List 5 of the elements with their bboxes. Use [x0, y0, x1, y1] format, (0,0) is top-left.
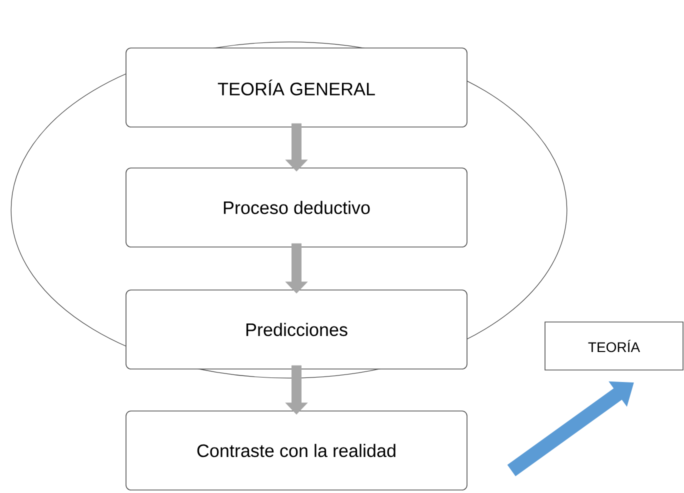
process-box: Predicciones [126, 290, 468, 370]
process-box: Proceso deductivo [126, 168, 468, 248]
text-box: TEORÍA [544, 322, 684, 370]
text-box: Contraste con la realidad [126, 410, 468, 490]
process-box: TEORÍA GENERAL [126, 48, 468, 128]
